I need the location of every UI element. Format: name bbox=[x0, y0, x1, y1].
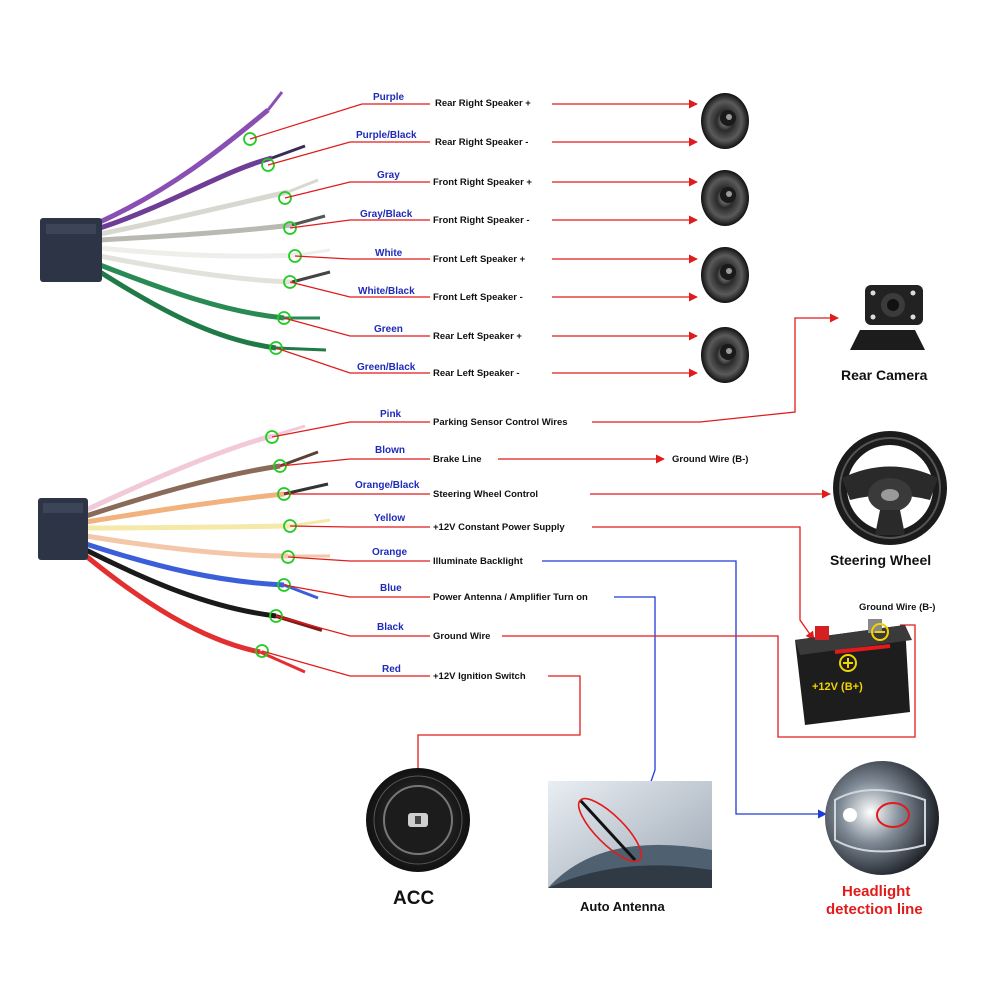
steering-wheel-icon bbox=[833, 431, 947, 545]
function-label: +12V Constant Power Supply bbox=[433, 522, 565, 533]
function-label: Front Left Speaker - bbox=[433, 292, 523, 303]
function-label: Front Left Speaker + bbox=[433, 254, 526, 265]
steering-wheel-label: Steering Wheel bbox=[830, 552, 931, 568]
ignition-switch-icon bbox=[366, 768, 470, 872]
speaker-harness bbox=[40, 91, 331, 352]
function-label: Front Right Speaker - bbox=[433, 215, 530, 226]
leader-lines bbox=[249, 103, 430, 677]
function-label: Power Antenna / Amplifier Turn on bbox=[433, 592, 588, 603]
acc-label: ACC bbox=[393, 888, 434, 909]
wire-color-labels: Purple Purple/Black Gray Gray/Black Whit… bbox=[355, 92, 420, 675]
ground-battery-line bbox=[502, 624, 916, 738]
constant-power-arrow bbox=[592, 526, 815, 641]
wire-color-label: Purple bbox=[373, 92, 405, 103]
function-label: Rear Left Speaker + bbox=[433, 331, 522, 342]
auto-antenna-image bbox=[548, 781, 712, 888]
wire-color-label: White bbox=[375, 248, 403, 259]
ground-wire-brake-label: Ground Wire (B-) bbox=[672, 454, 748, 465]
function-label: Steering Wheel Control bbox=[433, 489, 538, 500]
wire-color-label: Yellow bbox=[374, 513, 405, 524]
wire-color-label: Green bbox=[374, 324, 403, 335]
wire-color-label: Gray bbox=[377, 170, 400, 181]
ground-wire-battery-label: Ground Wire (B-) bbox=[859, 602, 935, 613]
wire-color-label: Blown bbox=[375, 445, 405, 456]
speaker-arrows bbox=[552, 99, 698, 378]
function-label: Rear Right Speaker + bbox=[435, 98, 531, 109]
wire-color-label: Green/Black bbox=[357, 362, 416, 373]
wire-color-label: Blue bbox=[380, 583, 402, 594]
bottom-connector bbox=[38, 498, 88, 560]
ignition-arrow bbox=[413, 675, 581, 779]
function-label: Ground Wire bbox=[433, 631, 490, 642]
wire-color-label: Gray/Black bbox=[360, 209, 413, 220]
function-label: Parking Sensor Control Wires bbox=[433, 417, 568, 428]
function-label: +12V Ignition Switch bbox=[433, 671, 526, 682]
wire-color-label: Orange bbox=[372, 547, 407, 558]
camera-arrow bbox=[592, 313, 839, 423]
rear-camera-icon bbox=[850, 285, 925, 350]
wire-color-label: Red bbox=[382, 664, 401, 675]
speaker-icon-rear-left bbox=[701, 327, 749, 383]
function-label: Rear Right Speaker - bbox=[435, 137, 528, 148]
power-harness bbox=[38, 424, 331, 674]
battery-icon bbox=[795, 619, 912, 725]
auto-antenna-label: Auto Antenna bbox=[580, 899, 665, 914]
battery-label: +12V (B+) bbox=[812, 681, 863, 693]
connection-markers bbox=[243, 132, 302, 658]
speaker-icon-rear-right bbox=[701, 93, 749, 149]
wire-color-label: Pink bbox=[380, 409, 402, 420]
function-label: Rear Left Speaker - bbox=[433, 368, 520, 379]
rear-camera-label: Rear Camera bbox=[841, 367, 928, 383]
headlight-label-line2: detection line bbox=[826, 901, 923, 918]
headlight-icon bbox=[825, 761, 939, 875]
speaker-icon-front-right bbox=[701, 170, 749, 226]
function-label: Front Right Speaker + bbox=[433, 177, 532, 188]
wire-color-label: White/Black bbox=[358, 286, 415, 297]
wire-color-label: Orange/Black bbox=[355, 480, 420, 491]
wire-color-label: Black bbox=[377, 622, 404, 633]
speaker-icon-front-left bbox=[701, 247, 749, 303]
backlight-arrow bbox=[542, 560, 827, 819]
wire-function-labels: Rear Right Speaker + Rear Right Speaker … bbox=[433, 98, 588, 682]
function-label: Illuminate Backlight bbox=[433, 556, 524, 567]
function-label: Brake Line bbox=[433, 454, 482, 465]
wire-color-label: Purple/Black bbox=[356, 130, 417, 141]
headlight-label-line1: Headlight bbox=[842, 883, 910, 900]
